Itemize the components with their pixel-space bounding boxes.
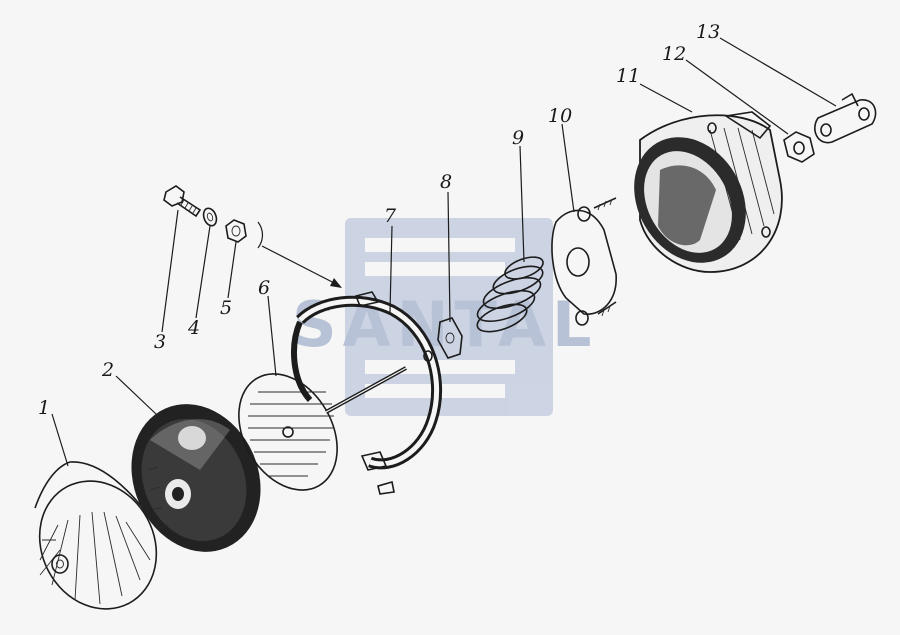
part-labels: 1 2 3 4 5 6 7 8 9 10 11 12 13: [38, 21, 720, 419]
leader-lines: [51, 37, 837, 467]
part-10-mounting-plate: [551, 197, 617, 326]
part-13-bracket: [814, 92, 877, 144]
part-9-spring: [476, 256, 544, 333]
leader-6: [267, 295, 277, 377]
label-12: 12: [662, 43, 686, 65]
label-13: 13: [696, 21, 720, 43]
label-11: 11: [616, 65, 640, 87]
leader-11: [639, 83, 693, 113]
part-4-washer: [202, 207, 218, 227]
part-2-reflector-cup: [131, 404, 261, 552]
part-12-nut: [783, 131, 815, 163]
leader-4: [195, 225, 211, 319]
part-1-lens: [34, 461, 158, 610]
label-5: 5: [220, 297, 232, 319]
leader-8: [447, 191, 451, 323]
leader-3: [161, 209, 179, 333]
part-7-clamp-ring: [291, 291, 443, 495]
label-1: 1: [38, 397, 50, 419]
leader-9: [519, 145, 525, 263]
label-6: 6: [258, 277, 270, 299]
part-3-bolt: [163, 185, 202, 218]
part-8-retainer-plate: [437, 317, 463, 359]
leader-1: [51, 413, 69, 467]
leader-12: [685, 59, 789, 135]
label-8: 8: [440, 171, 452, 193]
label-4: 4: [187, 317, 200, 339]
leader-2: [115, 375, 157, 415]
leader-10: [561, 123, 575, 213]
leader-13: [719, 37, 837, 107]
label-9: 9: [512, 127, 524, 149]
leader-5: [227, 241, 237, 299]
part-5-nut: [225, 219, 247, 243]
label-2: 2: [101, 359, 114, 381]
part-11-housing: [634, 111, 783, 273]
label-3: 3: [154, 331, 166, 353]
label-7: 7: [384, 205, 397, 227]
leader-7: [389, 225, 393, 313]
label-10: 10: [548, 105, 572, 127]
